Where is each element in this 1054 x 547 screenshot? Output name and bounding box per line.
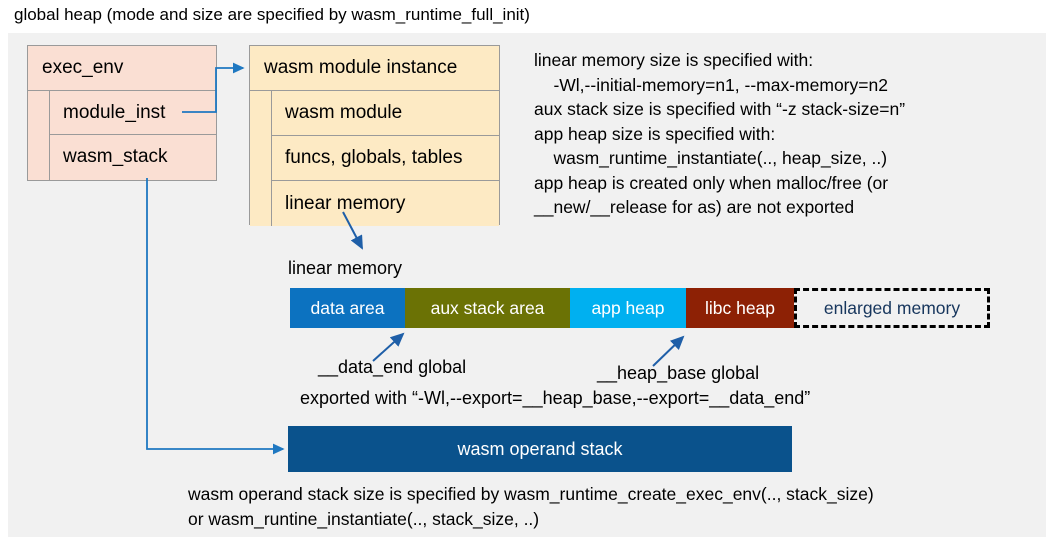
annotation-heap-base: __heap_base global: [597, 363, 760, 383]
field-wasm-module: wasm module: [272, 91, 499, 136]
exec-env-box: exec_env module_inst wasm_stack: [27, 45, 217, 181]
field-linear-memory: linear memory: [272, 181, 499, 226]
linear-memory-bar-label: linear memory: [288, 258, 403, 278]
diagram-title: global heap (mode and size are specified…: [14, 5, 530, 24]
memory-segment-enlarged-memory: enlarged memory: [794, 288, 990, 328]
exec-env-header: exec_env: [28, 46, 216, 91]
annotation-data-end: __data_end global: [318, 357, 467, 377]
wasm-module-instance-box: wasm module instance wasm module funcs, …: [249, 45, 500, 226]
wasm-module-instance-rows: wasm module funcs, globals, tables linea…: [272, 91, 499, 226]
exec-env-field-wasm-stack: wasm_stack: [50, 135, 216, 179]
wasm-module-instance-fields: wasm module funcs, globals, tables linea…: [250, 91, 499, 226]
memory-segment-aux-stack-area: aux stack area: [405, 288, 570, 328]
memory-segment-data-area: data area: [290, 288, 405, 328]
wasm-module-instance-header: wasm module instance: [250, 46, 499, 91]
operand-stack-caption: wasm operand stack size is specified by …: [188, 484, 874, 529]
field-funcs-globals-tables: funcs, globals, tables: [272, 136, 499, 181]
annotation-exported-with: exported with “-Wl,--export=__heap_base,…: [300, 388, 811, 408]
memory-notes-text: linear memory size is specified with: -W…: [534, 50, 906, 217]
wasm-operand-stack-box: wasm operand stack: [288, 426, 792, 472]
memory-segment-app-heap: app heap: [570, 288, 686, 328]
memory-segment-libc-heap: libc heap: [686, 288, 794, 328]
exec-env-gutter: [28, 91, 50, 180]
exec-env-field-module-inst: module_inst: [50, 91, 216, 135]
wasm-module-instance-gutter: [250, 91, 272, 226]
exec-env-fields: module_inst wasm_stack: [28, 91, 216, 180]
exec-env-rows: module_inst wasm_stack: [50, 91, 216, 180]
